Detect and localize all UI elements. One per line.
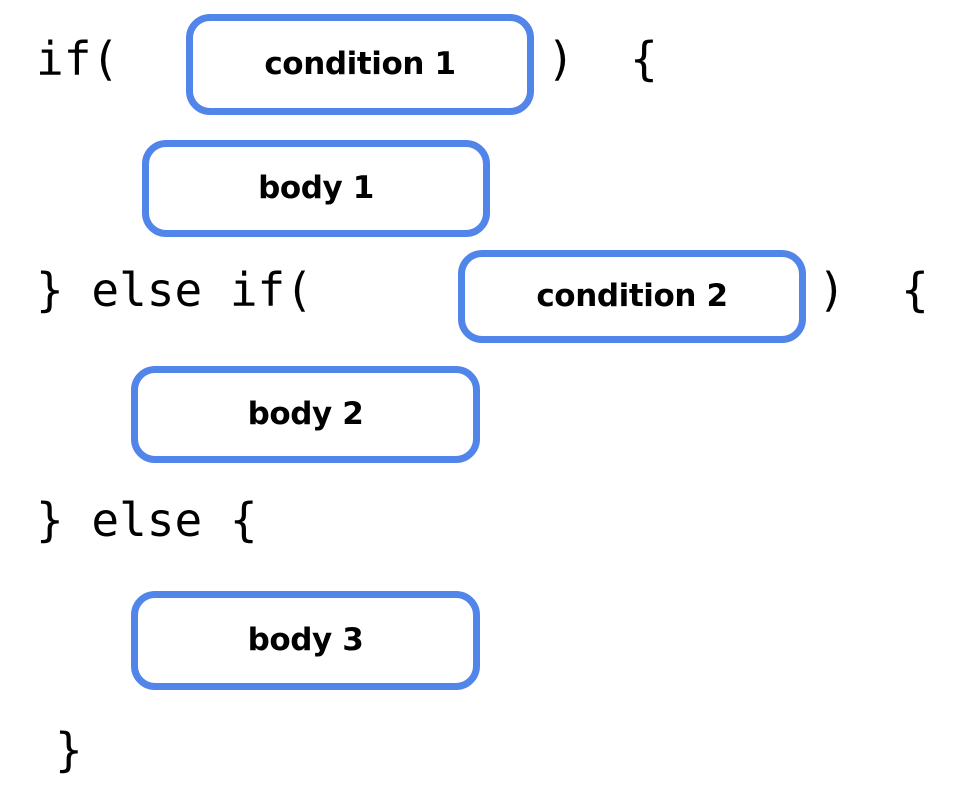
code-closing-brace: } [55,723,83,777]
slot-body-1[interactable]: body 1 [142,140,490,237]
slot-condition-2-label: condition 2 [536,278,728,314]
slot-body-3-label: body 3 [247,622,364,658]
slot-condition-1-label: condition 1 [264,46,456,82]
code-keyword-if: if( [36,32,120,86]
slot-body-1-label: body 1 [258,170,374,206]
slot-body-3[interactable]: body 3 [131,591,480,690]
code-if-tail: ) { [547,32,658,86]
code-keyword-else-if: } else if( [36,263,313,317]
code-else-if-tail: ) { [818,263,929,317]
slot-condition-1[interactable]: condition 1 [186,14,534,115]
code-keyword-else: } else { [36,493,258,547]
slot-condition-2[interactable]: condition 2 [458,250,806,343]
slot-body-2-label: body 2 [247,396,364,432]
slot-body-2[interactable]: body 2 [131,366,480,463]
